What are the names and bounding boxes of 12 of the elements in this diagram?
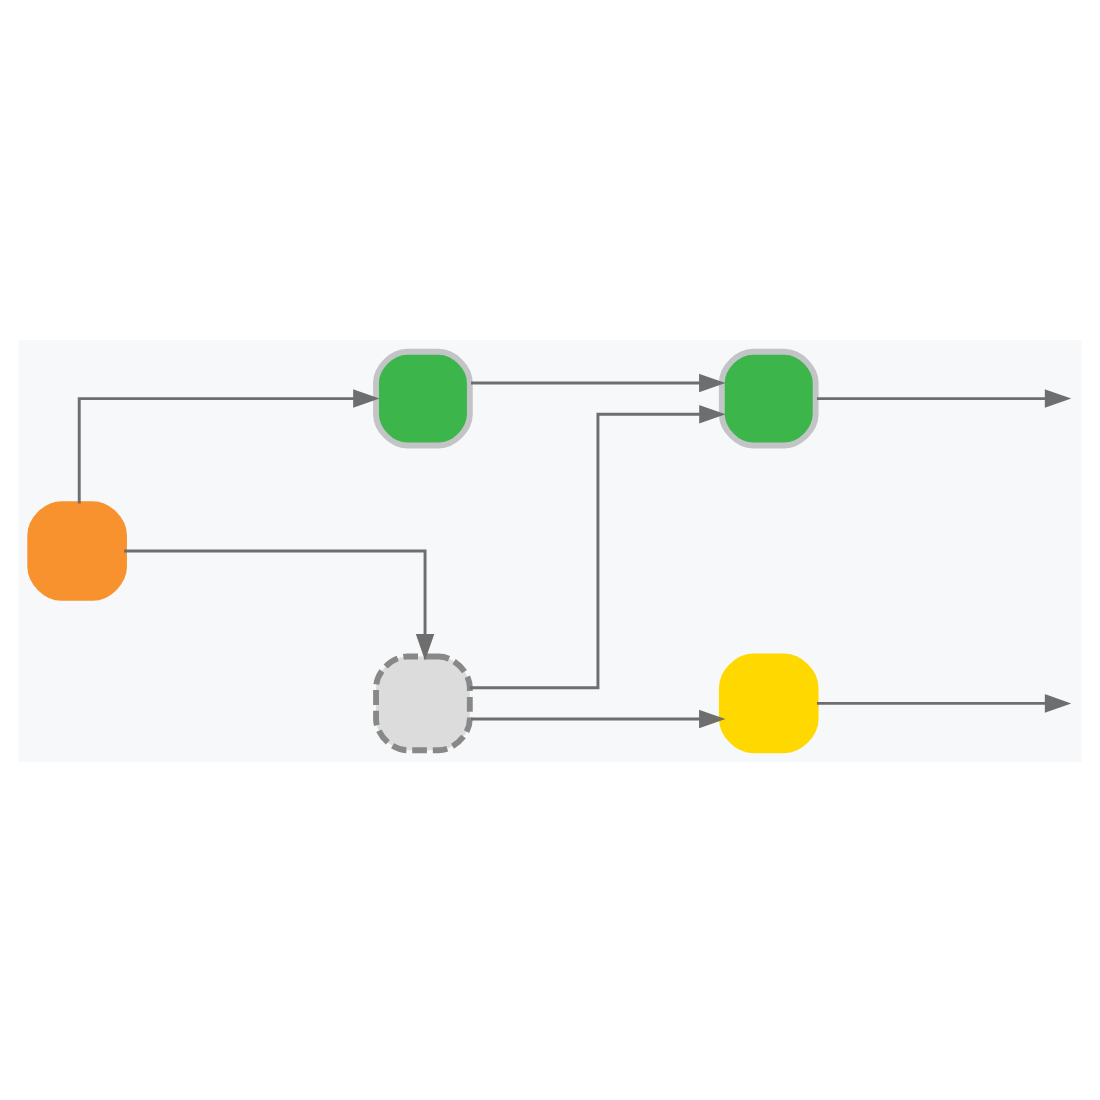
node-box <box>373 652 473 753</box>
arrow <box>471 708 726 728</box>
node-box <box>373 347 473 448</box>
arrow <box>471 372 726 392</box>
arrow <box>469 404 726 689</box>
arrow <box>124 548 435 660</box>
node-box <box>718 347 819 448</box>
node-box <box>27 500 127 600</box>
node-box <box>718 652 819 753</box>
arrow <box>77 388 380 503</box>
arrow <box>816 388 1072 407</box>
arrow <box>816 693 1072 712</box>
